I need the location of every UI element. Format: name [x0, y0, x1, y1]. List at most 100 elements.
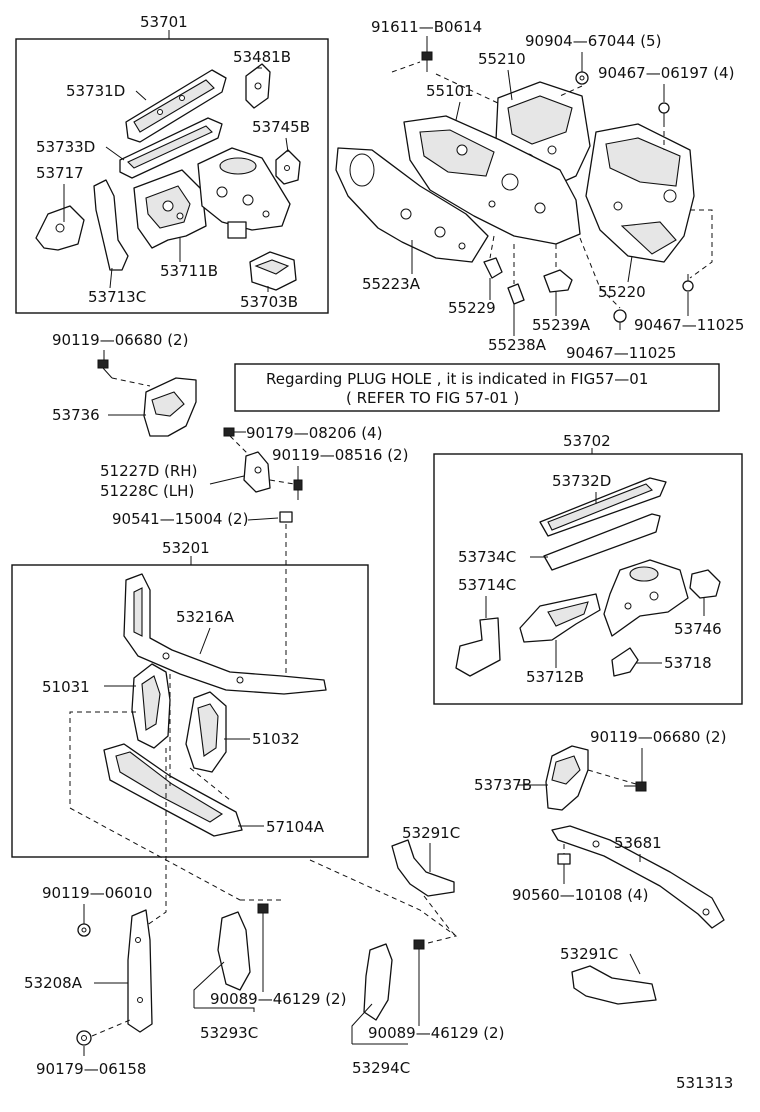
part-51031 [131, 663, 171, 749]
label-51227D: 51227D (RH) [100, 462, 197, 480]
group-label-53201: 53201 [162, 539, 210, 557]
group-box-53702 [433, 453, 743, 705]
label-90089-46129b: 90089—46129 (2) [368, 1024, 504, 1042]
part-51032 [185, 691, 227, 773]
label-57104A: 57104A [266, 818, 325, 836]
bolt-90179-08206 [223, 427, 246, 437]
part-53746 [689, 569, 721, 599]
part-55101 [403, 115, 581, 245]
part-53734C [543, 513, 661, 571]
label-90089-46129a: 90089—46129 (2) [210, 990, 346, 1008]
clip-90467-06197 [658, 102, 670, 122]
label-53736: 53736 [52, 406, 100, 424]
part-55238A [507, 283, 525, 305]
label-91611-B0614: 91611—B0614 [371, 18, 482, 36]
part-55220 [585, 123, 695, 263]
plug-hole-note: Regarding PLUG HOLE , it is indicated in… [234, 363, 720, 412]
label-53481B: 53481B [233, 48, 291, 66]
part-57104A [103, 743, 243, 837]
clip-90467-11025b [613, 309, 627, 330]
part-53733D [119, 117, 223, 179]
label-53737B: 53737B [474, 776, 532, 794]
group-box-53201 [11, 564, 369, 858]
label-53746: 53746 [674, 620, 722, 638]
label-55229: 55229 [448, 299, 496, 317]
part-53293C [217, 911, 251, 991]
label-53733D: 53733D [36, 138, 95, 156]
bracket-51227D-51228C [243, 451, 271, 493]
label-90119-08516: 90119—08516 (2) [272, 446, 408, 464]
part-53713C [93, 179, 129, 271]
part-53481B [245, 63, 271, 109]
label-53291C-upper: 53291C [402, 824, 460, 842]
part-55239A [543, 269, 573, 293]
group-label-53702: 53702 [563, 432, 611, 450]
part-53681 [551, 825, 725, 929]
group-label-53701: 53701 [140, 13, 188, 31]
part-53711B [133, 169, 207, 249]
part-53712B-tower [603, 559, 689, 637]
label-53712B: 53712B [526, 668, 584, 686]
label-53714C: 53714C [458, 576, 516, 594]
label-90904-67044: 90904—67044 (5) [525, 32, 661, 50]
label-55239A: 55239A [532, 316, 591, 334]
label-53216A: 53216A [176, 608, 235, 626]
label-90560-10108: 90560—10108 (4) [512, 886, 648, 904]
part-55229 [483, 257, 503, 279]
label-90541-15004: 90541—15004 (2) [112, 510, 248, 528]
nut-90560-10108 [557, 853, 571, 865]
label-53732D: 53732D [552, 472, 611, 490]
label-53703B: 53703B [240, 293, 298, 311]
label-90119-06010: 90119—06010 [42, 884, 152, 902]
label-53717: 53717 [36, 164, 84, 182]
label-53208A: 53208A [24, 974, 83, 992]
bolt-90089-46129a [257, 903, 269, 924]
part-53736 [143, 377, 197, 437]
part-53291C-upper [391, 839, 455, 897]
label-53745B: 53745B [252, 118, 310, 136]
bolt-90119-08516 [293, 479, 303, 500]
label-55210: 55210 [478, 50, 526, 68]
clip-90467-11025a [682, 274, 694, 292]
note-line-1: Regarding PLUG HOLE , it is indicated in… [266, 370, 648, 388]
label-90467-06197: 90467—06197 (4) [598, 64, 734, 82]
bolt-90119-06680b [624, 781, 647, 792]
label-90119-06680b: 90119—06680 (2) [590, 728, 726, 746]
label-55238A: 55238A [488, 336, 547, 354]
part-55223A [335, 147, 489, 263]
label-53734C: 53734C [458, 548, 516, 566]
part-53714C [455, 617, 501, 677]
label-55220: 55220 [598, 283, 646, 301]
label-55101: 55101 [426, 82, 474, 100]
label-90179-06158: 90179—06158 [36, 1060, 146, 1078]
label-51032: 51032 [252, 730, 300, 748]
part-53208A [127, 909, 153, 1033]
part-53294C [363, 943, 393, 1021]
label-90179-08206: 90179—08206 (4) [246, 424, 382, 442]
label-53293C: 53293C [200, 1024, 258, 1042]
figure-number: 531313 [676, 1074, 733, 1092]
group-box-53701 [15, 38, 329, 314]
label-53718: 53718 [664, 654, 712, 672]
label-53681: 53681 [614, 834, 662, 852]
label-53713C: 53713C [88, 288, 146, 306]
part-53703B [249, 251, 297, 291]
label-53294C: 53294C [352, 1059, 410, 1077]
bolt-90089-46129b [413, 939, 425, 960]
part-53745B [275, 149, 301, 185]
note-line-2: ( REFER TO FIG 57-01 ) [346, 389, 519, 407]
part-53711B-tower [197, 147, 291, 239]
part-53712B [519, 593, 601, 643]
nut-90179-06158 [76, 1030, 92, 1046]
bolt-91611-B0614 [421, 51, 433, 72]
nut-90119-06010 [77, 923, 91, 937]
part-53291C-lower [571, 965, 657, 1005]
part-53731D [125, 69, 227, 143]
label-53731D: 53731D [66, 82, 125, 100]
label-90119-06680a: 90119—06680 (2) [52, 331, 188, 349]
label-53291C-lower: 53291C [560, 945, 618, 963]
nut-90541-15004 [279, 511, 293, 523]
bolt-90119-06680a [97, 359, 113, 379]
nut-90904-67044 [575, 71, 589, 85]
